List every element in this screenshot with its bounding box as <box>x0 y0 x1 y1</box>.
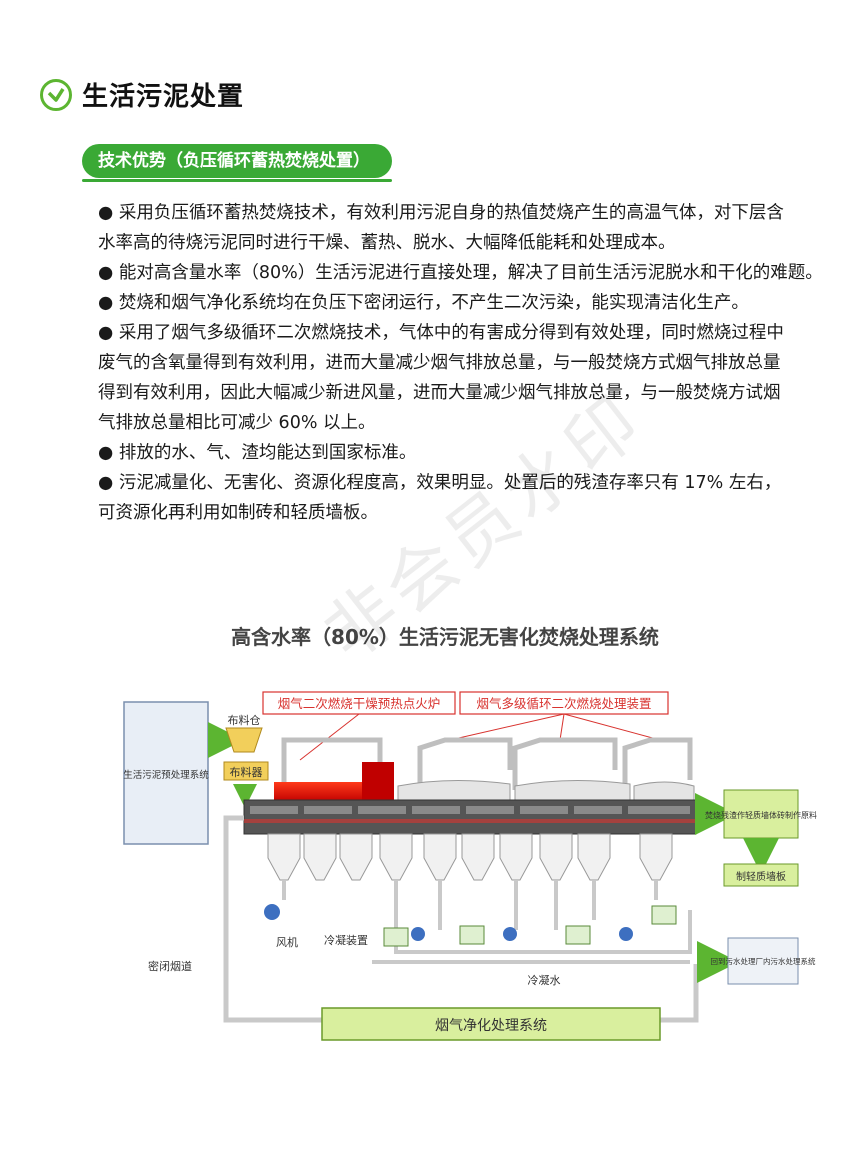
fan-label: 风机 <box>276 935 298 949</box>
purify-label: 烟气净化处理系统 <box>435 1018 547 1034</box>
list-item: 废气的含氧量得到有效利用，进而大量减少烟气排放总量，与一般焚烧方式烟气排放总量 <box>98 353 781 373</box>
list-item: 气排放总量相比可减少 60% 以上。 <box>98 413 376 433</box>
flue-label: 密闭烟道 <box>148 959 192 973</box>
section-pill: 技术优势（负压循环蓄热焚烧处置） <box>82 144 392 182</box>
page-title: 生活污泥处置 <box>82 82 245 112</box>
process-diagram: 高含水率（80%）生活污泥无害化焚烧处理系统 烟气二次燃烧干燥预热点火炉 烟气多… <box>123 625 817 1041</box>
condensate-label: 冷凝水 <box>528 973 561 987</box>
ash-label: 焚烧残渣作轻质墙体砖制作原料 <box>705 810 817 820</box>
label-dryer-furnace: 烟气二次燃烧干燥预热点火炉 <box>278 696 441 711</box>
pretreat-label: 生活污泥预处理系统 <box>123 769 209 781</box>
list-item: ● 焚烧和烟气净化系统均在负压下密闭运行，不产生二次污染，能实现清洁化生产。 <box>98 293 749 313</box>
list-item: 得到有效利用，因此大幅减少新进风量，进而大量减少烟气排放总量，与一般焚烧方试烟 <box>98 383 781 403</box>
check-circle-icon <box>40 78 72 111</box>
board-label: 制轻质墙板 <box>736 870 786 883</box>
wastewater-label: 回到污水处理厂内污水处理系统 <box>711 956 816 966</box>
list-item: 可资源化再利用如制砖和轻质墙板。 <box>98 503 378 523</box>
list-item: ● 排放的水、气、渣均能达到国家标准。 <box>98 443 417 463</box>
list-item: 水率高的待烧污泥同时进行干燥、蓄热、脱水、大幅降低能耗和处理成本。 <box>98 233 676 253</box>
list-item: ● 采用负压循环蓄热焚烧技术，有效利用污泥自身的热值焚烧产生的高温气体，对下层含 <box>98 203 784 223</box>
bed-segments <box>250 806 690 814</box>
list-item: ● 能对高含量水率（80%）生活污泥进行直接处理，解决了目前生活污泥脱水和干化的… <box>98 263 823 283</box>
fan-icon <box>264 904 280 920</box>
list-item: ● 采用了烟气多级循环二次燃烧技术，气体中的有害成分得到有效处理，同时燃烧过程中 <box>98 323 784 343</box>
label-combustion-unit: 烟气多级循环二次燃烧处理装置 <box>476 696 651 711</box>
feeder-label: 布料器 <box>230 765 263 779</box>
list-item: ● 污泥减量化、无害化、资源化程度高，效果明显。处置后的残渣存率只有 17% 左… <box>98 473 782 493</box>
condenser-label: 冷凝装置 <box>324 933 368 947</box>
advantages-list: ● 采用负压循环蓄热焚烧技术，有效利用污泥自身的热值焚烧产生的高温气体，对下层含… <box>98 198 828 528</box>
page-header: 生活污泥处置 <box>40 76 244 113</box>
diagram-title: 高含水率（80%）生活污泥无害化焚烧处理系统 <box>231 625 659 649</box>
hopper-label: 布料仓 <box>228 713 261 727</box>
